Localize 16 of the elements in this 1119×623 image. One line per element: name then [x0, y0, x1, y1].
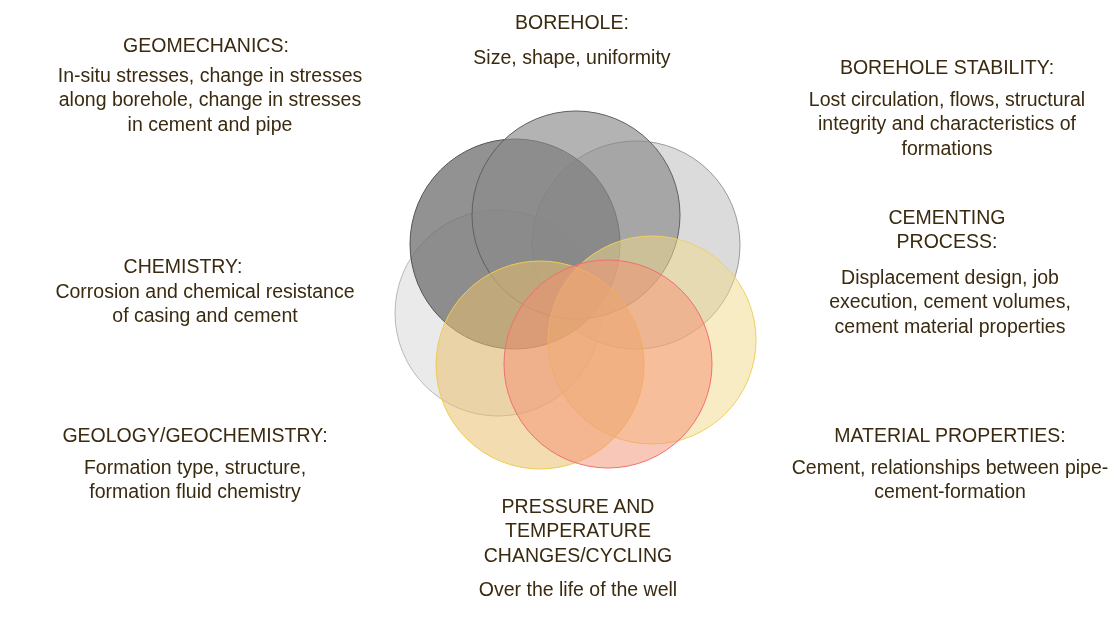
heading-text: PRESSURE AND TEMPERATURE CHANGES/CYCLING: [482, 494, 674, 568]
heading-text: GEOLOGY/GEOCHEMISTRY:: [61, 423, 329, 448]
heading-text: MATERIAL PROPERTIES:: [833, 423, 1067, 448]
heading-text: BOREHOLE:: [514, 10, 630, 35]
description-text: Over the life of the well: [477, 577, 679, 602]
description-text: Cement, relationships between pipe-cement-formation: [790, 455, 1110, 504]
description-text: Lost circulation, flows, structural integrity and characteristics of formations: [807, 87, 1087, 161]
description-text: Corrosion and chemical resistance of casing and cement: [54, 279, 356, 328]
description-text: Displacement design, job execution, cement volumes, cement material properties: [828, 265, 1072, 339]
description-text: Size, shape, uniformity: [472, 45, 672, 70]
heading-text: CEMENTING PROCESS:: [887, 205, 1007, 254]
description-text: In-situ stresses, change in stresses along borehole, change in stresses in cement and pipe: [56, 63, 364, 137]
heading-text: BOREHOLE STABILITY:: [838, 55, 1056, 80]
heading-text: CHEMISTRY:: [122, 254, 244, 279]
description-text: Formation type, structure, formation fluid chemistry: [82, 455, 308, 504]
heading-text: GEOMECHANICS:: [122, 33, 290, 58]
